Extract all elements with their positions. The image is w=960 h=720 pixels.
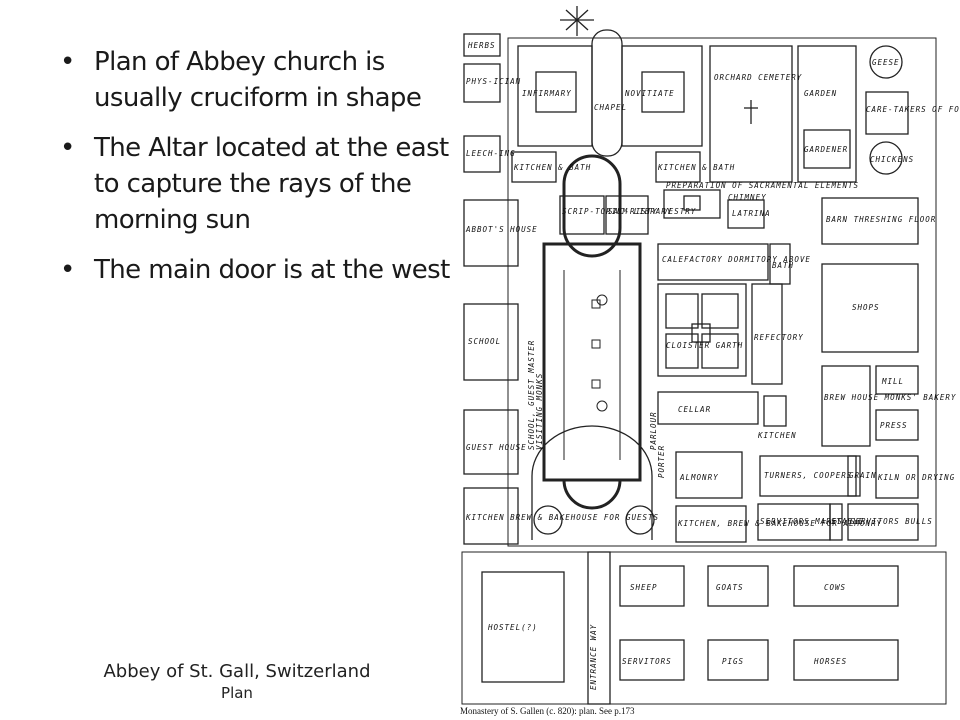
- bullet-item: • Plan of Abbey church is usually crucifo…: [58, 44, 458, 116]
- label-scriptorium: SCRIP-TORIUM LIBRARY: [562, 207, 672, 216]
- label-parlour: PARLOUR: [649, 411, 658, 450]
- compass-icon: [560, 6, 594, 36]
- label-press: PRESS: [880, 421, 908, 430]
- label-geese: GEESE: [872, 58, 900, 67]
- label-pigs: PIGS: [722, 657, 744, 666]
- label-novitiate: NOVITIATE: [624, 89, 675, 98]
- label-chapel: CHAPEL: [594, 103, 627, 112]
- plan-labels: HERBS PHYS-ICIAN INFIRMARY NOVITIATE CHA…: [465, 41, 960, 690]
- label-kitchen-bath-left: KITCHEN & BATH: [513, 163, 591, 172]
- bullet-text: The Altar located at the east to capture…: [94, 133, 449, 235]
- label-refectory: REFECTORY: [754, 333, 804, 342]
- image-caption: Abbey of St. Gall, Switzerland Plan: [60, 655, 414, 703]
- label-infirmary: INFIRMARY: [522, 89, 572, 98]
- monastery-plan: HERBS PHYS-ICIAN INFIRMARY NOVITIATE CHA…: [460, 6, 960, 716]
- label-garden: GARDEN: [804, 89, 837, 98]
- label-caretakers: CARE-TAKERS OF FOWL: [866, 105, 960, 114]
- caption-subtitle: Plan: [221, 684, 253, 702]
- label-leeching: LEECH-ING: [466, 149, 516, 158]
- caption-title: Abbey of St. Gall, Switzerland: [103, 661, 371, 682]
- bullet-dot-icon: •: [60, 133, 75, 163]
- label-chickens: CHICKENS: [870, 155, 914, 164]
- label-sacristy: SAC-RISTY VESTRY: [608, 207, 696, 216]
- label-physician: PHYS-ICIAN: [466, 77, 521, 86]
- label-kitchen-brew-almonry: KITCHEN, BREW & BAKEHOUSE FOR ALMONRY: [677, 519, 882, 528]
- bullet-item: • The main door is at the west: [58, 252, 458, 288]
- label-stable: STABLE: [831, 517, 864, 526]
- label-barn: BARN THRESHING FLOOR: [826, 215, 936, 224]
- label-bath: BATH: [772, 261, 794, 270]
- label-cows: COWS: [824, 583, 846, 592]
- bullet-list: • Plan of Abbey church is usually crucifo…: [58, 44, 458, 302]
- bullet-text: The main door is at the west: [94, 255, 450, 285]
- label-gardener: GARDENER: [804, 145, 848, 154]
- label-mill: MILL: [881, 377, 904, 386]
- label-school: SCHOOL: [468, 337, 501, 346]
- label-kitchen-brew-guests: KITCHEN BREW & BAKEHOUSE FOR GUESTS: [465, 513, 659, 522]
- label-almonry: ALMONRY: [679, 473, 719, 482]
- label-porter: PORTER: [657, 445, 666, 478]
- label-turners: TURNERS, COOPERS: [764, 471, 852, 480]
- bullet-text: Plan of Abbey church is usually crucifor…: [94, 47, 422, 113]
- label-servitors: SERVITORS: [622, 657, 672, 666]
- bullet-item: • The Altar located at the east to captur…: [58, 130, 458, 238]
- label-school-guest-master: SCHOOL, GUEST MASTER: [527, 340, 536, 450]
- label-orchard: ORCHARD CEMETERY: [714, 73, 802, 82]
- bullet-dot-icon: •: [60, 47, 75, 77]
- label-horses: HORSES: [813, 657, 847, 666]
- label-hostel: HOSTEL(?): [487, 623, 538, 632]
- label-abbots-house: ABBOT'S HOUSE: [465, 225, 538, 234]
- label-cellar: CELLAR: [678, 405, 711, 414]
- label-kiln: KILN OR DRYING HOUSE: [877, 473, 960, 482]
- plan-footnote: Monastery of S. Gallen (c. 820): plan. S…: [460, 706, 635, 716]
- label-sacramental: PREPARATION OF SACRAMENTAL ELEMENTS: [666, 181, 859, 190]
- label-chimney: CHIMNEY: [728, 193, 767, 202]
- label-brew-house: BREW HOUSE MONKS' BAKERY: [824, 393, 956, 402]
- label-sheep: SHEEP: [630, 583, 658, 592]
- label-latrina: LATRINA: [732, 209, 771, 218]
- bullet-dot-icon: •: [60, 255, 75, 285]
- label-goats: GOATS: [716, 583, 744, 592]
- label-shops: SHOPS: [852, 303, 880, 312]
- label-herbs: HERBS: [467, 41, 496, 50]
- label-granary: GRAIN: [849, 471, 877, 480]
- label-guest-house: GUEST HOUSE: [466, 443, 527, 452]
- label-calefactory: CALEFACTORY DORMITORY ABOVE: [662, 255, 811, 264]
- label-kitchen-bath-right: KITCHEN & BATH: [657, 163, 735, 172]
- label-entrance-way: ENTRANCE WAY: [589, 624, 598, 690]
- label-servitors-mares: SERVITORS MARES: [760, 517, 843, 526]
- label-kitchen: KITCHEN: [757, 431, 797, 440]
- label-servitors-bulls: SERVITORS BULLS: [850, 517, 933, 526]
- label-cloister: CLOISTER GARTH: [666, 341, 743, 350]
- label-visiting-monks: VISITING MONKS: [535, 373, 544, 450]
